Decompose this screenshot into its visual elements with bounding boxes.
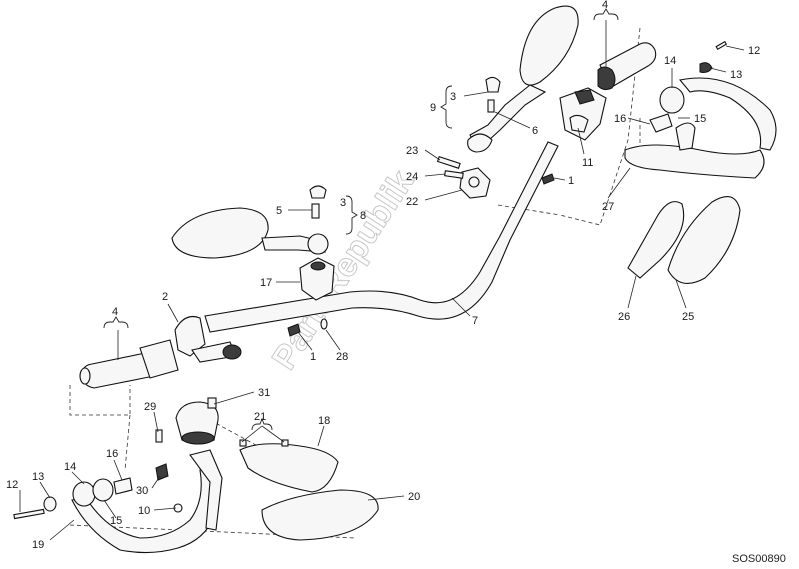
left-handguard-part (13, 449, 223, 554)
callout-25: 25 (682, 311, 694, 323)
callout-6: 6 (532, 125, 538, 137)
callout-10: 10 (138, 505, 150, 517)
callout-20: 20 (408, 491, 420, 503)
callout-17: 17 (260, 277, 272, 289)
callout-11: 11 (582, 157, 593, 169)
callout-3-top: 3 (450, 91, 456, 103)
drawing-code: SOS00890 (732, 553, 786, 565)
callout-30: 30 (136, 485, 148, 497)
left-mirror-part (171, 185, 329, 259)
handlebar-part (204, 141, 559, 333)
callout-14-bot: 14 (64, 461, 76, 473)
callout-14-top: 14 (664, 55, 676, 67)
retainer-part (320, 318, 328, 330)
left-grip-part (79, 351, 155, 389)
callout-23: 23 (406, 145, 418, 157)
brace-9 (440, 85, 453, 129)
callout-3-mid: 3 (340, 197, 346, 209)
callout-13-bot: 13 (32, 471, 44, 483)
brace-4-left (103, 316, 129, 329)
mirror-mount-part (299, 257, 335, 301)
callout-16-bot: 16 (106, 448, 118, 460)
left-guard-cover-parts (239, 439, 379, 541)
callout-15-bot: 15 (110, 515, 122, 527)
right-handguard-part (624, 40, 777, 179)
pin-part-top (541, 173, 555, 185)
callout-13-top: 13 (730, 69, 742, 81)
callout-18: 18 (318, 415, 330, 427)
callout-24: 24 (406, 171, 418, 183)
callout-29: 29 (144, 401, 156, 413)
callout-28: 28 (336, 351, 348, 363)
right-guard-cover-parts (627, 196, 741, 284)
assembly-dashed-lines (69, 27, 641, 539)
callout-27: 27 (602, 201, 614, 213)
callout-12-top: 12 (748, 45, 760, 57)
callout-12-bot: 12 (6, 479, 18, 491)
callout-4-left: 4 (112, 306, 118, 318)
callout-16-top: 16 (614, 113, 626, 125)
callout-22: 22 (406, 196, 418, 208)
watermark-text: PartsRepublik (265, 164, 421, 377)
callout-labels: 4 12 13 14 3 9 6 16 15 23 24 11 1 22 27 … (6, 0, 760, 551)
callout-1-mid: 1 (310, 351, 316, 363)
callout-9: 9 (430, 102, 436, 114)
callout-7: 7 (472, 315, 478, 327)
clutch-reservoir-part (155, 397, 219, 445)
brace-21 (251, 417, 273, 431)
callout-8: 8 (360, 210, 366, 222)
callout-31: 31 (258, 387, 270, 399)
right-mirror-part (467, 5, 579, 153)
callout-1-top: 1 (568, 175, 574, 187)
right-switch-part (559, 87, 607, 141)
right-grip-part (597, 42, 657, 91)
brace-4-top (593, 8, 619, 21)
callout-26: 26 (618, 311, 630, 323)
left-switch-part (139, 315, 242, 379)
callout-4-top: 4 (602, 0, 608, 11)
handlebar-clamp-part (436, 156, 491, 199)
brace-8 (345, 195, 358, 235)
callout-2: 2 (162, 291, 168, 303)
callout-19: 19 (32, 539, 44, 551)
callout-15-top: 15 (694, 113, 706, 125)
pin-part-mid (287, 323, 301, 337)
callout-5: 5 (276, 205, 282, 217)
leader-lines (19, 20, 745, 541)
callout-21: 21 (254, 411, 266, 423)
